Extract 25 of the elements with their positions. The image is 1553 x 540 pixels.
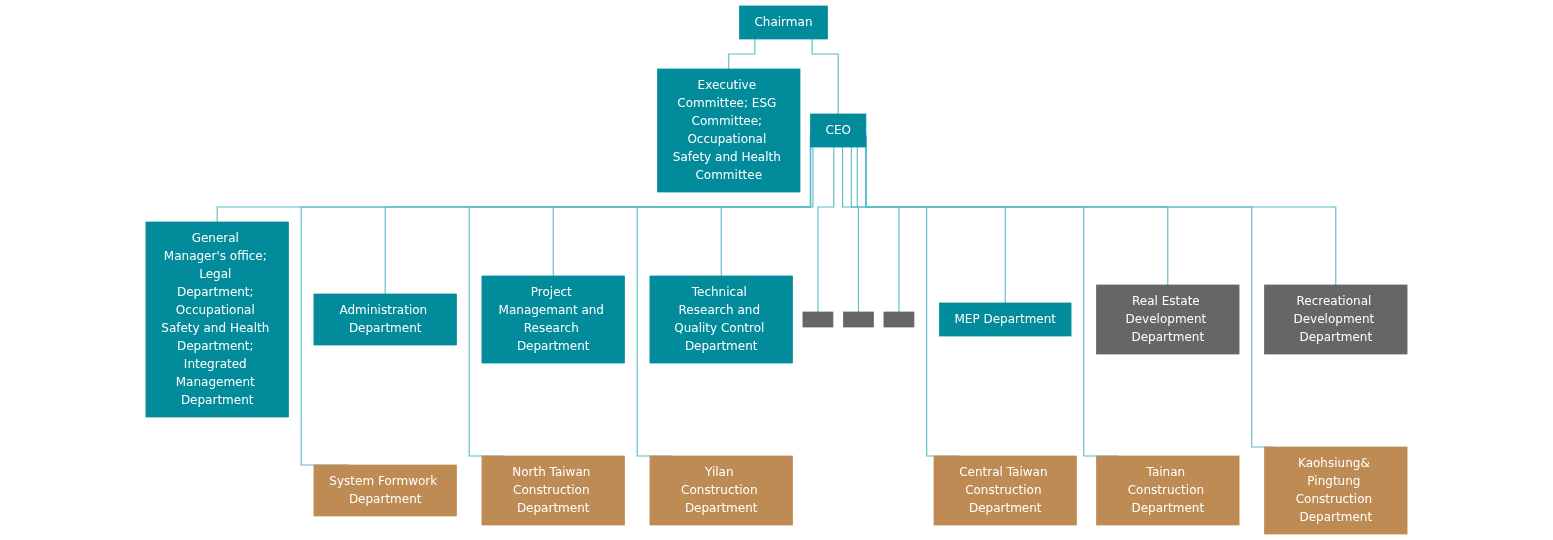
connector <box>817 146 835 313</box>
node-box: Technical Research and Quality Control Department <box>649 275 793 364</box>
node-box: Recreational Development Department <box>1264 284 1408 355</box>
connector <box>728 38 756 70</box>
node-box: Real Estate Development Department <box>1096 284 1240 355</box>
node-box: Yilan Construction Department <box>649 455 793 526</box>
node-box: Chairman <box>739 5 828 40</box>
node-box: MEP Department <box>939 302 1072 337</box>
node-box: Project Managemant and Research Department <box>481 275 625 364</box>
node-box <box>843 311 874 328</box>
node-box: General Manager's office; Legal Department; Occupational Safety and Health Department; Integrated Management Department <box>145 221 289 418</box>
node-box: Administration Department <box>313 293 457 346</box>
node-box: Executive Committee; ESG Committee; Occupational Safety and Health Committee <box>657 68 801 193</box>
connector <box>842 146 859 313</box>
node-box <box>802 311 834 328</box>
node-box: Tainan Construction Department <box>1096 455 1240 526</box>
node-box <box>883 311 915 328</box>
connector <box>720 146 814 277</box>
node-box: CEO <box>810 113 867 148</box>
node-box: North Taiwan Construction Department <box>481 455 625 526</box>
node-box: Kaohsiung& Pingtung Construction Department <box>1264 446 1408 535</box>
node-box: System Formwork Department <box>313 464 457 517</box>
connector <box>811 38 839 115</box>
node-box: Central Taiwan Construction Department <box>933 455 1077 526</box>
connector <box>850 146 900 313</box>
